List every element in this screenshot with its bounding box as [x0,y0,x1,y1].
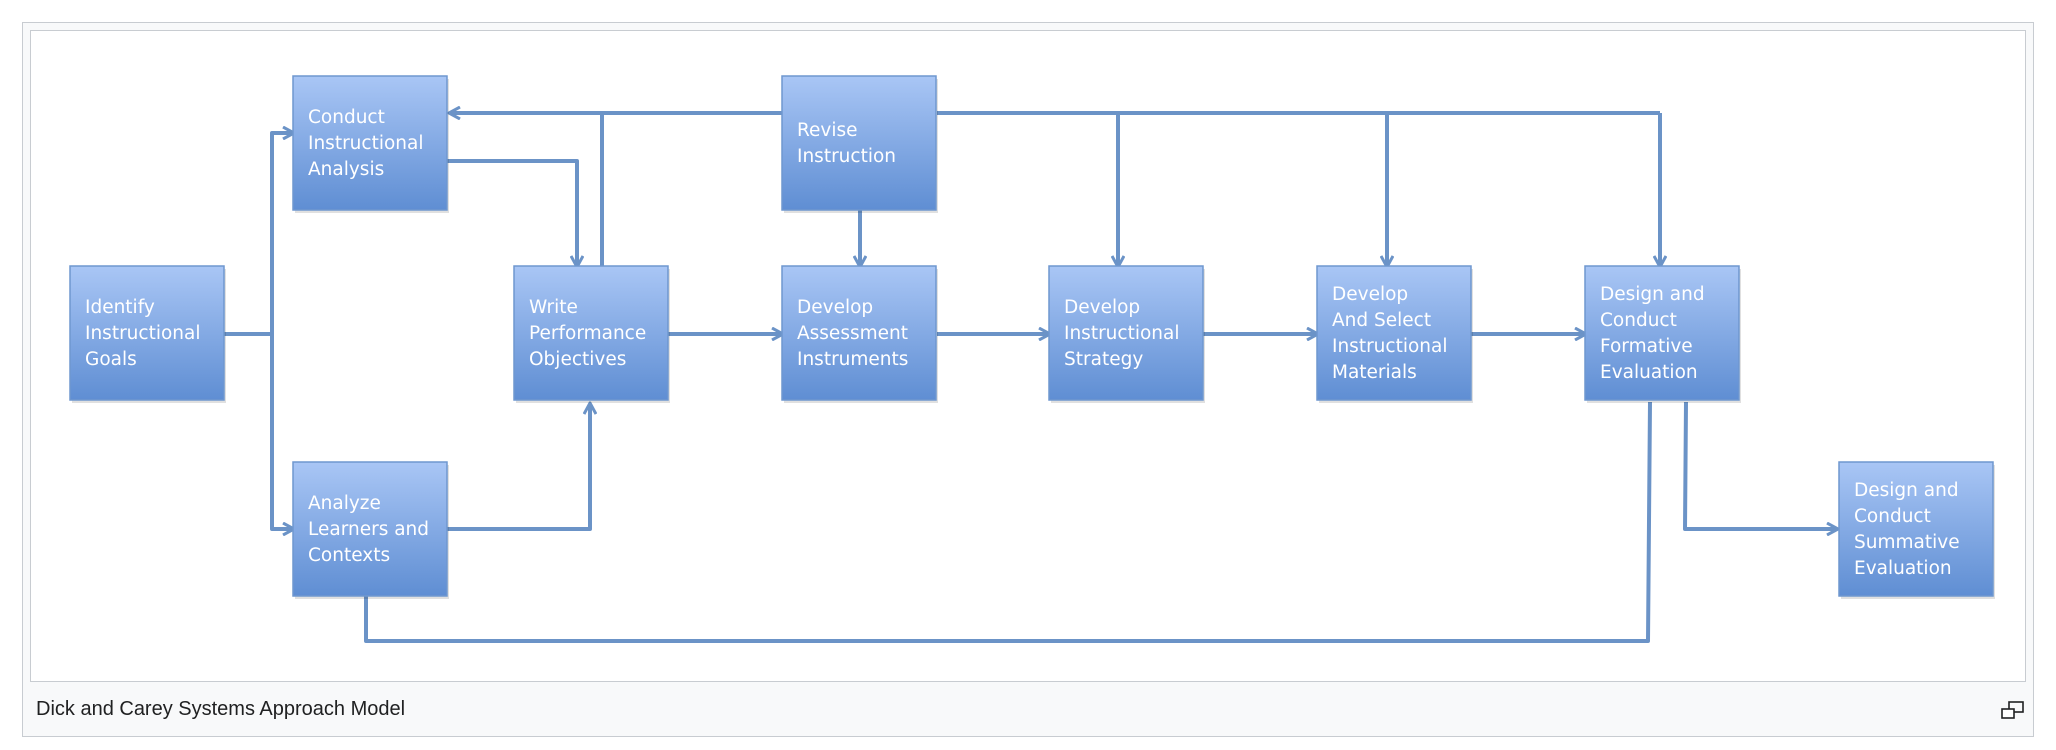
arrow-learners-to-objectives [447,404,590,531]
dick-carey-diagram: IdentifyInstructionalGoalsConductInstruc… [69,75,1995,643]
enlarge-icon[interactable] [2000,700,2026,720]
node-label-line: Formative [1600,336,1693,357]
node-label-line: Conduct [1600,310,1677,331]
node-box [1316,265,1472,401]
node-label-line: Goals [85,349,137,370]
node-box [781,265,937,401]
node-label-line: Develop [1064,297,1140,318]
node-label-line: Instructional [1332,336,1448,357]
node-label-line: Instructional [1064,323,1180,344]
node-box [1838,461,1994,597]
node-label-line: Instructional [308,133,424,154]
node-box [292,461,448,597]
node-label-line: Analyze [308,493,381,514]
process-boxes: IdentifyInstructionalGoalsConductInstruc… [69,75,1995,599]
line-learners-to-formative-loop [364,401,1652,643]
node-label-line: Develop [797,297,873,318]
connector-lines [224,113,1837,643]
node-label-line: Design and [1854,480,1959,501]
node-label-line: Conduct [1854,506,1931,527]
node-label-line: And Select [1332,310,1431,331]
node-label-line: Objectives [529,349,626,370]
node-label-line: Contexts [308,545,390,566]
arrow-goals-to-learners [270,334,293,529]
node-box [1584,265,1740,401]
node-label-line: Instruction [797,146,896,167]
node-label-line: Learners and [308,519,429,540]
node-label-line: Assessment [797,323,908,344]
node-box [781,75,937,211]
node-label-line: Write [529,297,578,318]
node-label-line: Conduct [308,107,385,128]
arrow-analysis-to-objectives [447,159,577,266]
arrow-goals-to-analysis [224,133,293,336]
node-label-line: Summative [1854,532,1960,553]
node-label-line: Evaluation [1600,362,1698,383]
node-label-line: Instructional [85,323,201,344]
node-label-line: Instruments [797,349,908,370]
node-box [69,265,225,401]
figure-caption: Dick and Carey Systems Approach Model [36,698,406,720]
node-label-line: Performance [529,323,646,344]
node-label-line: Materials [1332,362,1417,383]
node-label-line: Develop [1332,284,1408,305]
node-box [1048,265,1204,401]
arrow-formative-to-summative [1683,401,1837,529]
node-box [513,265,669,401]
node-label-line: Evaluation [1854,558,1952,579]
node-label-line: Analysis [308,159,384,180]
node-label-line: Revise [797,120,858,141]
node-label-line: Design and [1600,284,1705,305]
node-box [292,75,448,211]
node-label-line: Identify [85,297,155,318]
node-label-line: Strategy [1064,349,1143,370]
